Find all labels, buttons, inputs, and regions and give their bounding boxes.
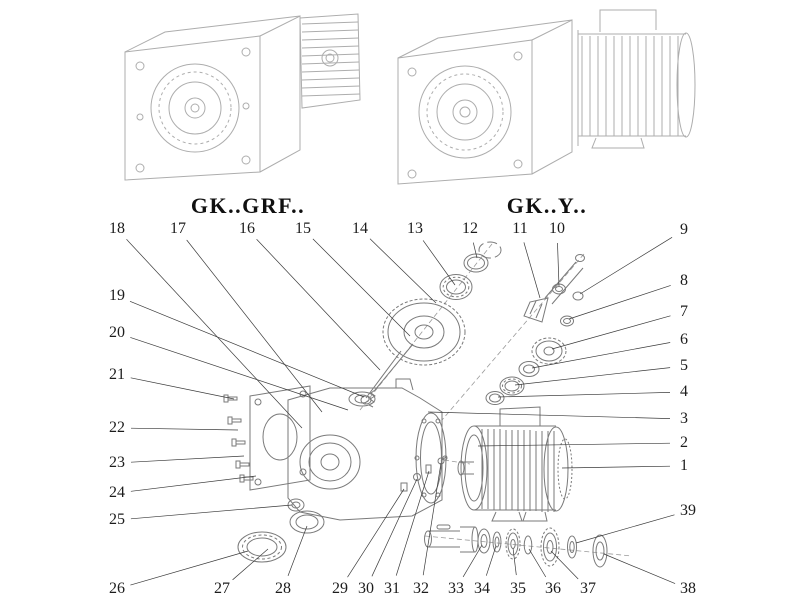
leader-line-3 [427, 411, 671, 419]
part-callout-6: 6 [680, 331, 688, 348]
leader-line-10 [557, 242, 560, 287]
leader-line-17 [186, 239, 323, 413]
leader-line-15 [312, 238, 411, 337]
part-callout-5: 5 [680, 357, 688, 374]
part-callout-9: 9 [680, 221, 688, 238]
part-callout-20: 20 [109, 324, 125, 341]
part-callout-19: 19 [109, 287, 125, 304]
model-label-gk-y: GK..Y.. [506, 193, 588, 218]
part-callout-22: 22 [109, 419, 125, 436]
assembly-axis-lines [359, 243, 633, 557]
leader-line-38 [603, 553, 676, 584]
part-callout-1: 1 [680, 457, 688, 474]
part-callout-17: 17 [170, 220, 186, 237]
bearing-rings [237, 498, 325, 563]
flange-plate-and-bolts [223, 385, 311, 491]
leader-line-11 [523, 242, 541, 299]
part-callout-24: 24 [109, 484, 125, 501]
part-callout-21: 21 [109, 366, 125, 383]
part-callout-29: 29 [332, 580, 348, 597]
leader-line-31 [395, 470, 430, 576]
leader-line-1 [561, 465, 671, 469]
part-callout-13: 13 [407, 220, 423, 237]
leader-line-20 [130, 337, 349, 411]
part-callout-15: 15 [295, 220, 311, 237]
leader-line-25 [130, 504, 293, 520]
part-callout-10: 10 [549, 220, 565, 237]
input-gear-shaft-assembly [360, 241, 502, 408]
part-callout-36: 36 [545, 580, 561, 597]
terminal-box-exploded [499, 406, 541, 426]
part-callout-38: 38 [680, 580, 696, 597]
leader-line-21 [130, 377, 235, 400]
part-callout-3: 3 [680, 410, 688, 427]
part-callout-33: 33 [448, 580, 464, 597]
part-callout-11: 11 [512, 220, 528, 237]
part-callout-37: 37 [580, 580, 596, 597]
gear-housing [287, 378, 448, 521]
part-callout-27: 27 [214, 580, 230, 597]
part-callout-30: 30 [358, 580, 374, 597]
output-shaft-assembly [424, 524, 608, 568]
leader-line-7 [551, 315, 671, 350]
leader-lines-layer [126, 237, 676, 586]
part-callout-23: 23 [109, 454, 125, 471]
leader-line-28 [287, 525, 308, 577]
part-callout-26: 26 [109, 580, 125, 597]
part-callout-2: 2 [680, 434, 688, 451]
leader-line-9 [579, 237, 673, 295]
leader-line-12 [472, 242, 478, 259]
leader-line-6 [531, 342, 671, 369]
motor-assembled [571, 9, 696, 149]
exploded-view [223, 241, 633, 568]
large-gear [382, 298, 466, 366]
gearbox-drawing-gky [397, 9, 696, 185]
part-callout-31: 31 [384, 580, 400, 597]
leader-line-23 [130, 455, 245, 463]
part-callout-39: 39 [680, 502, 696, 519]
leader-line-27 [232, 548, 269, 581]
leader-line-24 [130, 475, 257, 492]
leader-line-16 [256, 238, 381, 371]
motor-exploded [457, 406, 573, 522]
leader-line-8 [568, 285, 671, 320]
leader-line-26 [130, 550, 249, 586]
leader-line-33 [462, 544, 483, 578]
gearbox-drawing-grf [124, 13, 361, 181]
model-label-gk-grf: GK..GRF.. [190, 193, 306, 218]
leader-line-5 [514, 367, 671, 386]
part-callout-34: 34 [474, 580, 490, 597]
finned-cover [299, 13, 361, 109]
leader-line-39 [575, 514, 675, 544]
part-callout-12: 12 [462, 220, 478, 237]
part-callout-7: 7 [680, 303, 688, 320]
leader-line-29 [347, 488, 405, 578]
leader-line-22 [130, 427, 239, 431]
leader-line-4 [497, 392, 671, 398]
pinion-shaft-assembly [485, 254, 585, 405]
leader-line-13 [422, 240, 456, 286]
leader-line-30 [371, 478, 418, 577]
part-callout-25: 25 [109, 511, 125, 528]
leader-line-19 [129, 300, 365, 398]
leader-line-36 [528, 548, 547, 578]
part-callout-4: 4 [680, 383, 688, 400]
leader-line-37 [550, 550, 579, 580]
part-callout-8: 8 [680, 272, 688, 289]
leader-line-35 [512, 547, 517, 576]
leader-line-34 [485, 545, 497, 576]
part-callout-32: 32 [413, 580, 429, 597]
part-callout-35: 35 [510, 580, 526, 597]
terminal-box [599, 9, 657, 32]
part-callout-16: 16 [239, 220, 255, 237]
part-callout-14: 14 [352, 220, 368, 237]
part-callout-18: 18 [109, 220, 125, 237]
leader-line-14 [369, 238, 437, 304]
leader-line-32 [422, 462, 442, 576]
leader-line-2 [477, 442, 671, 447]
leader-line-18 [126, 239, 303, 429]
part-callout-28: 28 [275, 580, 291, 597]
